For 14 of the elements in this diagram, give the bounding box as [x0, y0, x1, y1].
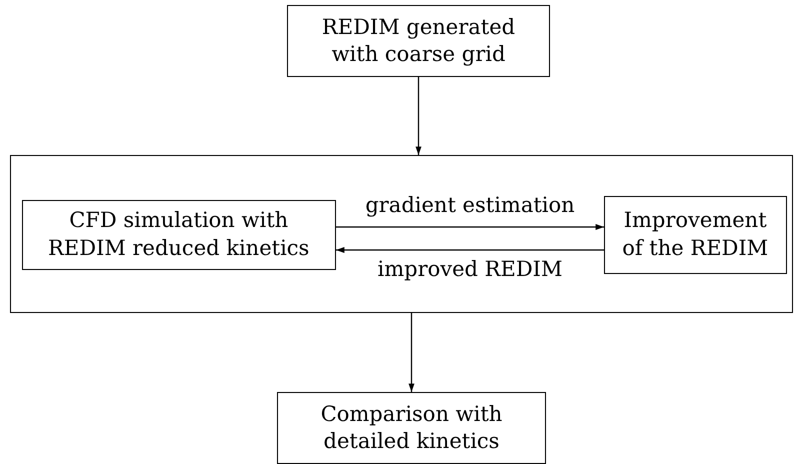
process-box	[604, 196, 787, 274]
node-label: Improvement of the REDIM	[621, 207, 770, 262]
node-label: Comparison with detailed kinetics	[320, 400, 504, 455]
node-label: CFD simulation with REDIM reduced kinetics	[47, 207, 310, 262]
arrow	[336, 247, 604, 253]
arrow	[336, 224, 604, 230]
arrow	[416, 77, 422, 155]
node-label: REDIM generated with coarse grid	[320, 14, 516, 68]
process-box	[287, 5, 550, 77]
process-box	[277, 392, 546, 464]
process-box	[22, 200, 336, 270]
arrow	[408, 313, 414, 392]
edge-label: improved REDIM	[378, 257, 562, 283]
edge-label: gradient estimation	[365, 193, 575, 219]
